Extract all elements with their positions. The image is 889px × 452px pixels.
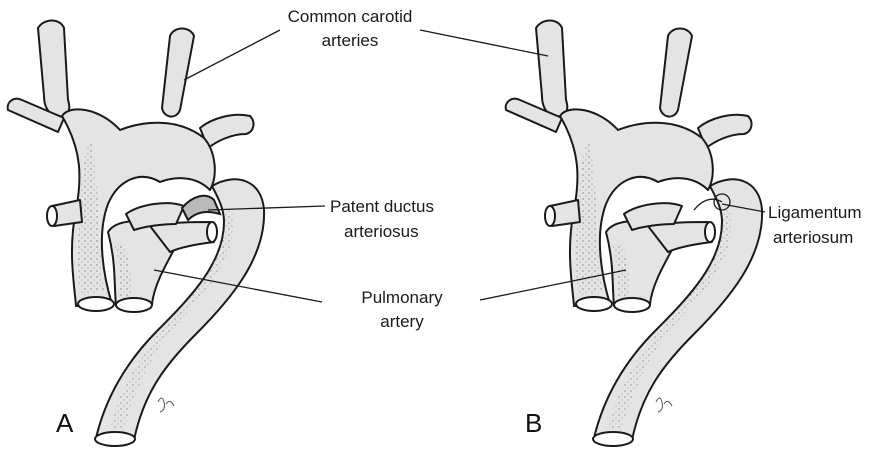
label-ligamentum-2: arteriosum <box>773 228 853 247</box>
label-common-carotid-2: arteries <box>322 31 379 50</box>
patent-ductus <box>182 196 220 220</box>
leader-carotid-a <box>184 30 280 80</box>
leader-carotid-b <box>420 30 548 56</box>
panel-label-b: B <box>525 408 542 438</box>
label-ligamentum-1: Ligamentum <box>768 203 862 222</box>
panel-label-a: A <box>56 408 74 438</box>
label-patent-ductus-1: Patent ductus <box>330 197 434 216</box>
label-pulmonary-2: artery <box>380 312 424 331</box>
label-common-carotid-1: Common carotid <box>288 7 413 26</box>
panel-b-vessels <box>506 21 762 447</box>
label-patent-ductus-2: arteriosus <box>344 222 419 241</box>
label-pulmonary-1: Pulmonary <box>361 288 443 307</box>
panel-a-vessels <box>8 21 264 447</box>
